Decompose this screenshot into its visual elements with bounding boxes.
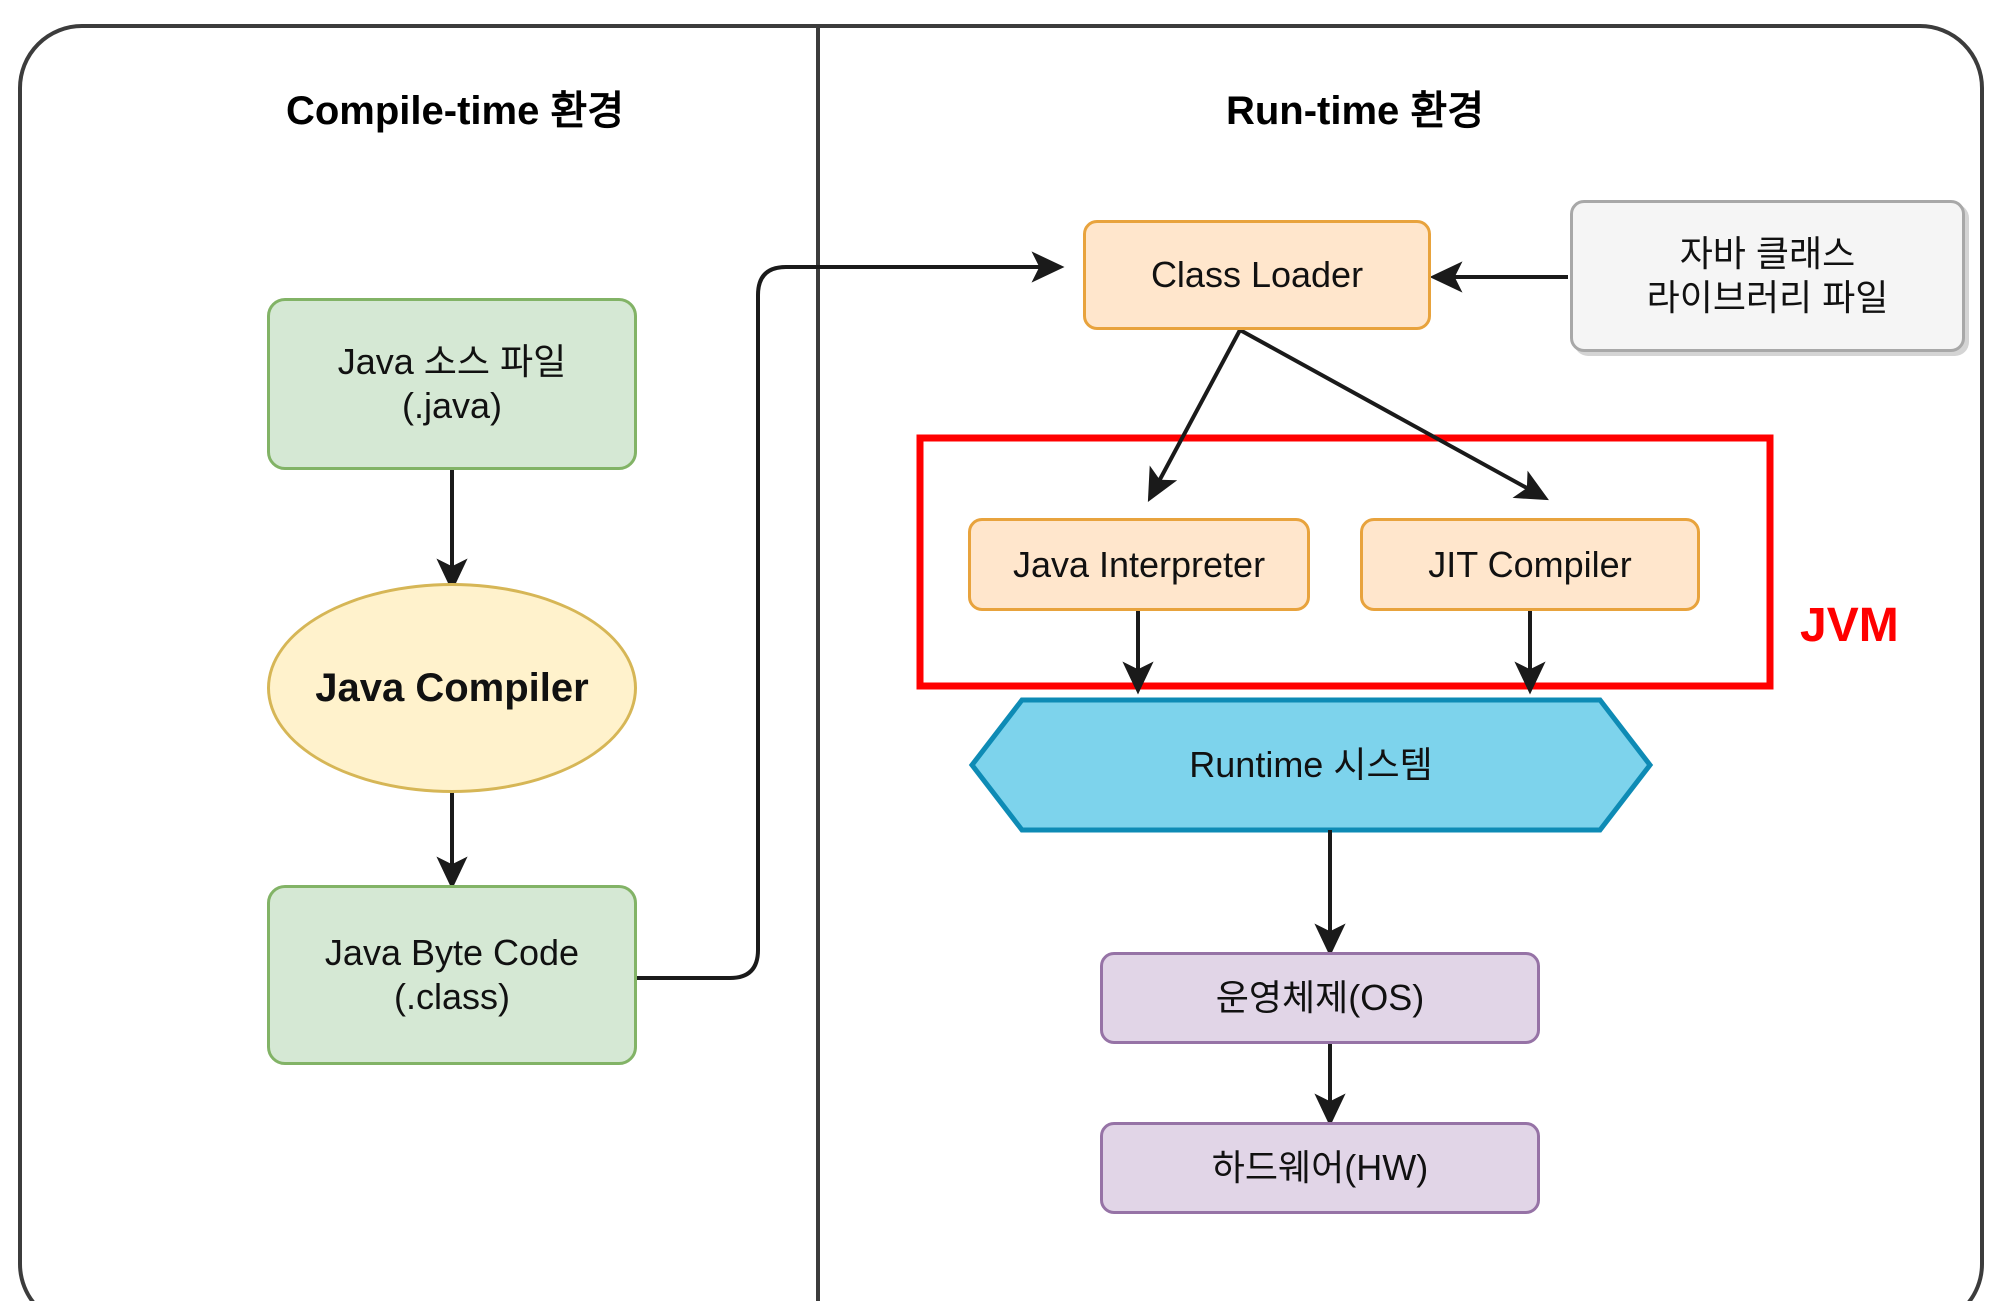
node-operating-system[interactable]: 운영체제(OS)	[1100, 952, 1540, 1044]
edge-bytecode-to-classloader	[636, 251, 1065, 980]
jvm-label: JVM	[1800, 599, 1899, 652]
edge-classloader-to-interpreter	[1147, 329, 1242, 502]
node-java-compiler[interactable]: Java Compiler	[267, 583, 637, 793]
node-jit-compiler[interactable]: JIT Compiler	[1360, 518, 1700, 611]
outer-container-border	[18, 24, 1984, 1301]
jvm-boundary-box	[916, 434, 1774, 690]
node-hardware[interactable]: 하드웨어(HW)	[1100, 1122, 1540, 1214]
node-java-class-library[interactable]: 자바 클래스 라이브러리 파일	[1570, 200, 1965, 352]
node-java-interpreter[interactable]: Java Interpreter	[968, 518, 1310, 611]
node-runtime-system-label: Runtime 시스템	[1189, 744, 1433, 786]
node-runtime-system[interactable]: Runtime 시스템	[972, 700, 1650, 830]
edge-classloader-to-jit	[1239, 328, 1549, 501]
panel-title-compile-time: Compile-time 환경	[285, 89, 625, 133]
node-class-loader[interactable]: Class Loader	[1083, 220, 1431, 330]
node-java-source-file[interactable]: Java 소스 파일 (.java)	[267, 298, 637, 470]
node-java-byte-code[interactable]: Java Byte Code (.class)	[267, 885, 637, 1065]
panel-title-run-time: Run-time 환경	[1225, 89, 1485, 133]
runtime-system-hexagon-shape	[968, 697, 1654, 833]
